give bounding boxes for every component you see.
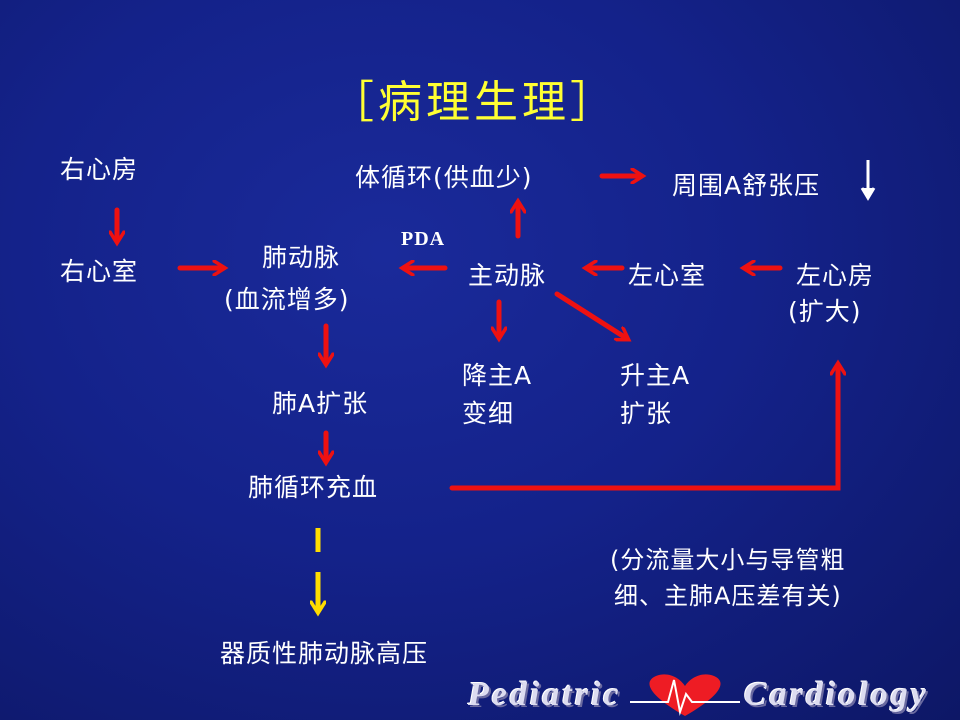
heart-ecg-icon	[630, 674, 740, 716]
logo-text-right: Cardiology	[744, 676, 929, 713]
page-title: ［病理生理］	[330, 77, 618, 128]
node-descending-aorta-narrow: 变细	[462, 399, 515, 428]
node-aorta: 主动脉	[468, 261, 547, 290]
node-ascending-aorta-dilate: 扩张	[620, 399, 673, 428]
note-line-2: 细、主肺A压差有关)	[614, 582, 842, 610]
node-ascending-aorta: 升主A	[620, 361, 691, 390]
node-left-atrium: 左心房	[796, 261, 875, 290]
label-pda: PDA	[401, 228, 446, 250]
logo-text-left: Pediatric	[468, 676, 622, 713]
node-pulmonary-artery: 肺动脉	[262, 243, 341, 272]
node-pulmonary-congestion: 肺循环充血	[248, 473, 379, 502]
node-pa-dilation: 肺A扩张	[272, 389, 369, 418]
arrow-ao-ascending	[554, 291, 626, 338]
node-right-ventricle: 右心室	[60, 257, 139, 286]
note-line-1: (分流量大小与导管粗	[610, 546, 846, 574]
node-organic-ph: 器质性肺动脉高压	[220, 639, 429, 668]
arrow-congestion-la	[449, 366, 838, 491]
node-descending-aorta: 降主A	[462, 361, 533, 390]
node-right-atrium: 右心房	[60, 155, 139, 184]
node-left-ventricle: 左心室	[628, 261, 707, 290]
node-pulmonary-artery-note: (血流增多)	[224, 285, 350, 314]
node-peripheral-diastolic: 周围A舒张压	[672, 171, 821, 200]
pediatric-cardiology-logo: Pediatric Cardiology	[440, 672, 960, 720]
node-systemic-circulation: 体循环(供血少)	[355, 163, 533, 192]
node-left-atrium-note: (扩大)	[788, 297, 862, 326]
